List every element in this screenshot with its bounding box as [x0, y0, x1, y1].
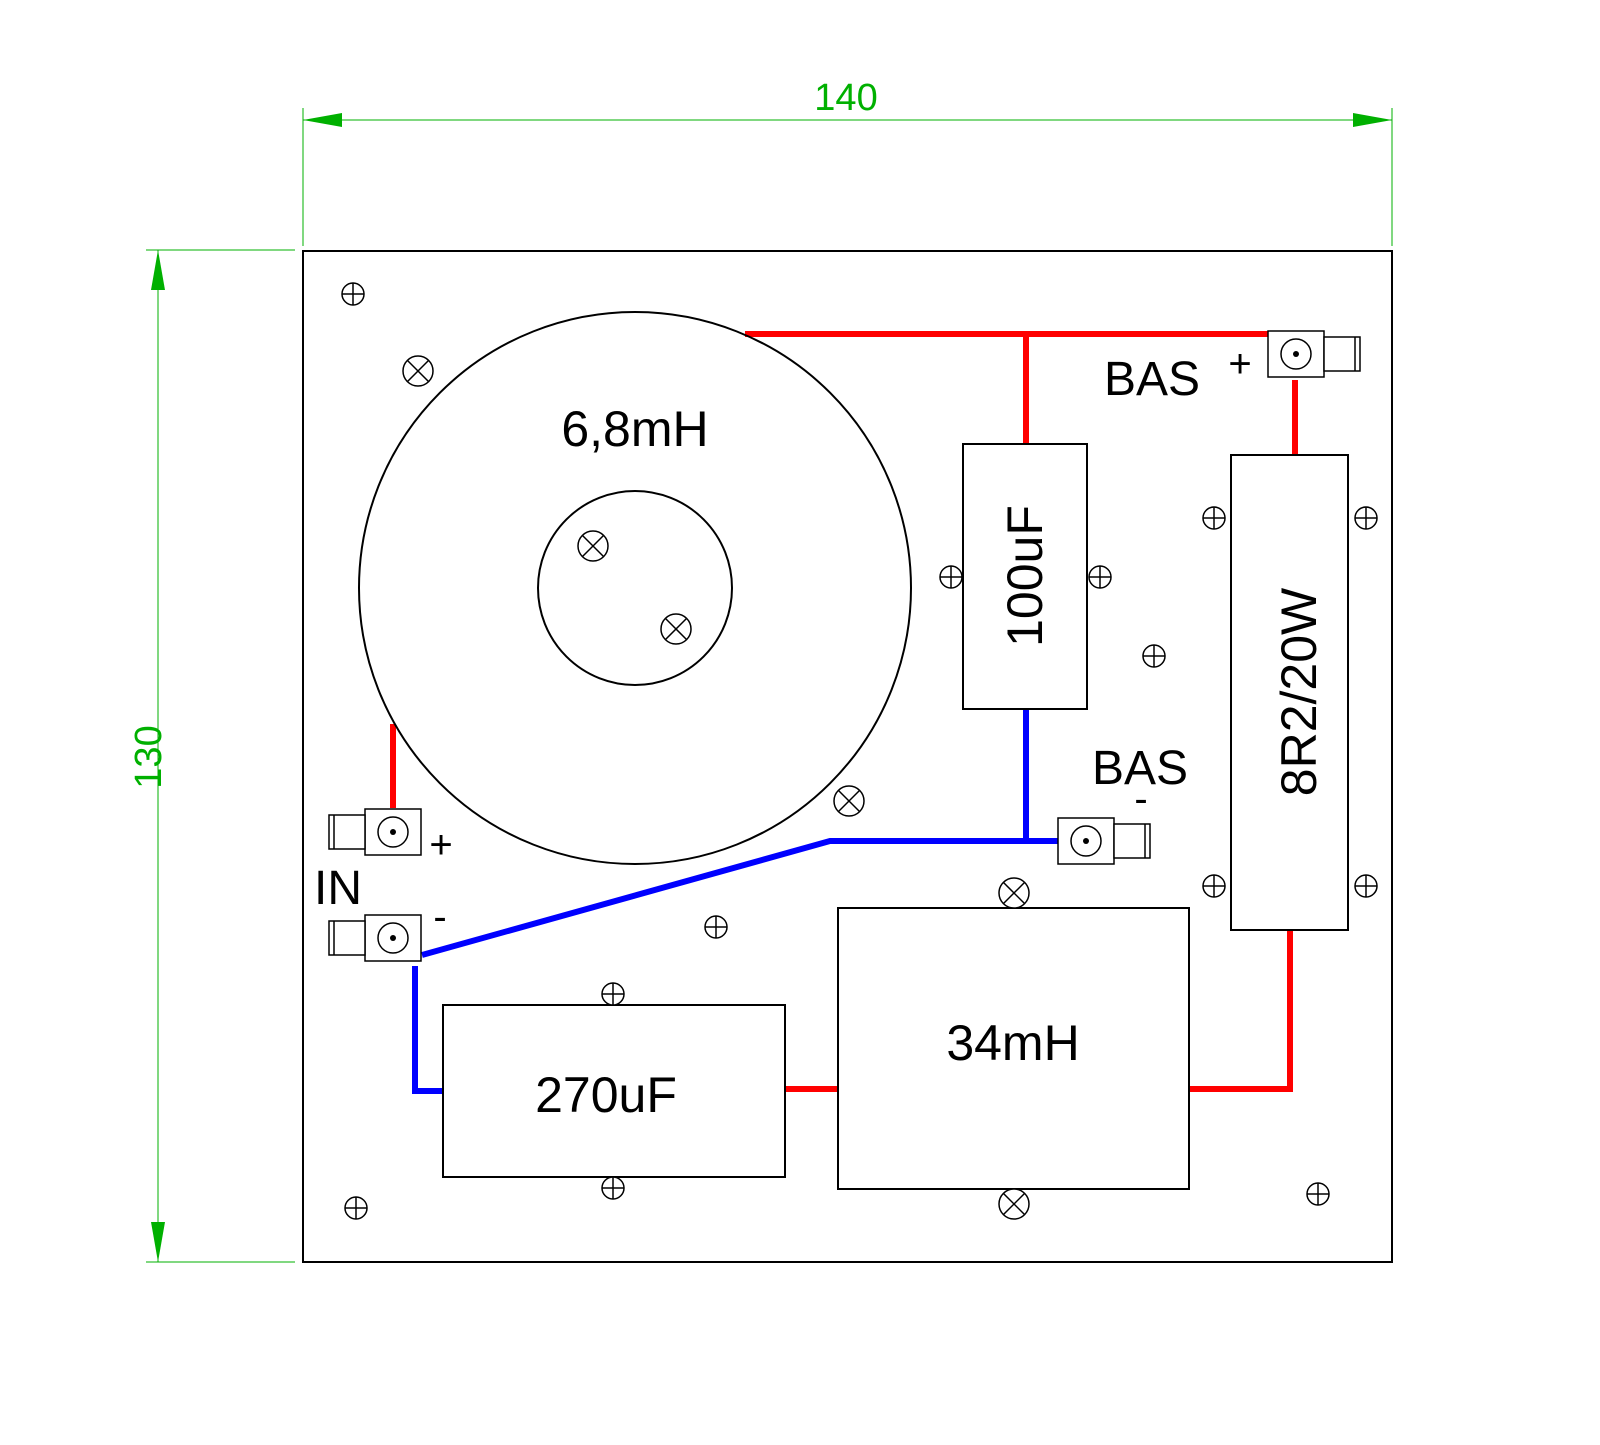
- arrow-down-icon: [151, 1222, 165, 1262]
- height-label: 130: [128, 725, 170, 788]
- screw-plus-icon: [1088, 565, 1112, 589]
- inductor-inner-ring: [537, 490, 733, 686]
- screw-plus-icon: [704, 915, 728, 939]
- screw-cross-icon: [660, 613, 692, 645]
- screw-plus-icon: [344, 1196, 368, 1220]
- screw-plus-icon: [939, 565, 963, 589]
- in-label: IN: [314, 862, 362, 915]
- board-outline: [302, 250, 1393, 1263]
- screw-cross-icon: [998, 1188, 1030, 1220]
- screw-cross-icon: [577, 530, 609, 562]
- screw-plus-icon: [1202, 506, 1226, 530]
- in-plus-terminal: [328, 808, 422, 856]
- width-dimension: [302, 108, 1393, 246]
- inductor-34mh: [837, 907, 1190, 1190]
- screw-cross-icon: [833, 785, 865, 817]
- screw-plus-icon: [341, 282, 365, 306]
- screw-plus-icon: [1142, 644, 1166, 668]
- in-minus-sign: -: [433, 895, 446, 939]
- screw-cross-icon: [998, 877, 1030, 909]
- bas-top-label: BAS: [1104, 353, 1200, 406]
- bas-plus-terminal: [1267, 330, 1361, 378]
- bas-plus-sign: +: [1228, 342, 1251, 386]
- arrow-up-icon: [151, 250, 165, 290]
- inductor-34mh-label: 34mH: [946, 1015, 1079, 1071]
- bas-minus-sign: -: [1134, 777, 1147, 821]
- capacitor-100uf-label: 100uF: [997, 505, 1053, 647]
- negative-wires: [412, 709, 1058, 1094]
- screw-plus-icon: [601, 982, 625, 1006]
- in-minus-terminal: [328, 914, 422, 962]
- height-dimension: [146, 249, 295, 1263]
- wire-in-minus-to-270uf: [412, 966, 443, 1094]
- bas-minus-terminal: [1057, 817, 1151, 865]
- resistor-8r2-20w: [1230, 454, 1349, 931]
- screw-plus-icon: [601, 1176, 625, 1200]
- arrow-right-icon: [1353, 113, 1392, 127]
- wire-in-minus-to-bas-minus: [421, 838, 1058, 958]
- screw-plus-icon: [1202, 874, 1226, 898]
- inductor-6-8mh-label: 6,8mH: [561, 401, 708, 457]
- capacitor-270uf-label: 270uF: [535, 1067, 677, 1123]
- screw-cross-icon: [402, 355, 434, 387]
- capacitor-270uf: [442, 1004, 786, 1178]
- inductor-6-8mh: [358, 311, 912, 865]
- inductor-outer-ring: [358, 311, 912, 865]
- positive-wires: [390, 331, 1298, 1092]
- capacitor-100uf: [962, 443, 1088, 710]
- screw-plus-icon: [1354, 874, 1378, 898]
- bas-bottom-label: BAS: [1092, 742, 1188, 795]
- screw-plus-icon: [1306, 1182, 1330, 1206]
- width-label: 140: [814, 77, 877, 119]
- wire-resistor-to-34mh: [1189, 930, 1293, 1092]
- arrow-left-icon: [303, 113, 342, 127]
- screw-plus-icon: [1354, 506, 1378, 530]
- in-plus-sign: +: [429, 823, 452, 867]
- resistor-label: 8R2/20W: [1271, 587, 1327, 796]
